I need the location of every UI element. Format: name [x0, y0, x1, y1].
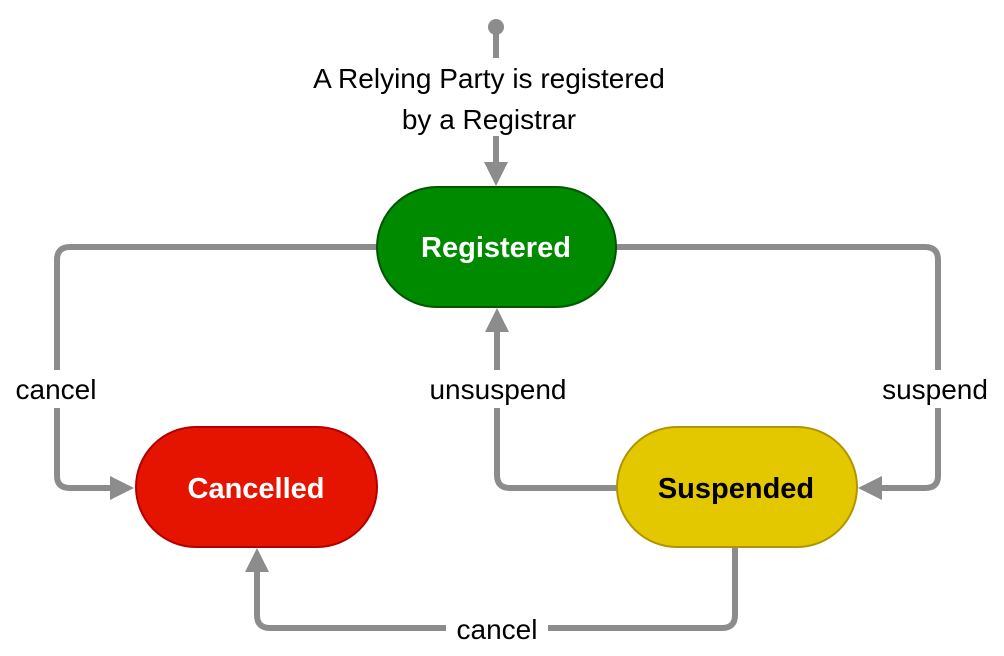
- edge-registered-to-cancelled: [54, 244, 378, 491]
- state-registered-label: Registered: [421, 232, 571, 264]
- label-bg-suspend: [872, 370, 998, 408]
- initial-edge-arrowhead: [484, 162, 508, 186]
- initial-label-line2: by a Registrar: [402, 104, 576, 135]
- edge-suspended-to-registered: [494, 330, 618, 491]
- edge-label-suspend: suspend: [882, 374, 988, 405]
- edge-registered-to-cancelled-arrowhead: [110, 476, 134, 500]
- state-cancelled: [135, 426, 378, 548]
- state-registered: [376, 186, 617, 308]
- edge-registered-to-suspended-arrowhead: [858, 476, 882, 500]
- label-bg-cancel-left: [4, 370, 108, 408]
- edge-label-unsuspend: unsuspend: [429, 374, 566, 405]
- label-bg-cancel-bottom: [446, 612, 548, 648]
- state-suspended-label: Suspended: [658, 473, 814, 505]
- edge-label-cancel-left: cancel: [16, 374, 97, 405]
- edge-suspended-to-registered-arrowhead: [485, 308, 509, 332]
- edge-label-cancel-bottom: cancel: [457, 614, 538, 645]
- initial-label-line1: A Relying Party is registered: [313, 63, 665, 94]
- edge-registered-to-suspended: [615, 244, 941, 491]
- state-cancelled-label: Cancelled: [188, 473, 325, 505]
- label-bg-unsuspend: [416, 370, 580, 408]
- edge-suspended-to-cancelled-arrowhead: [245, 548, 269, 572]
- state-suspended: [616, 426, 858, 548]
